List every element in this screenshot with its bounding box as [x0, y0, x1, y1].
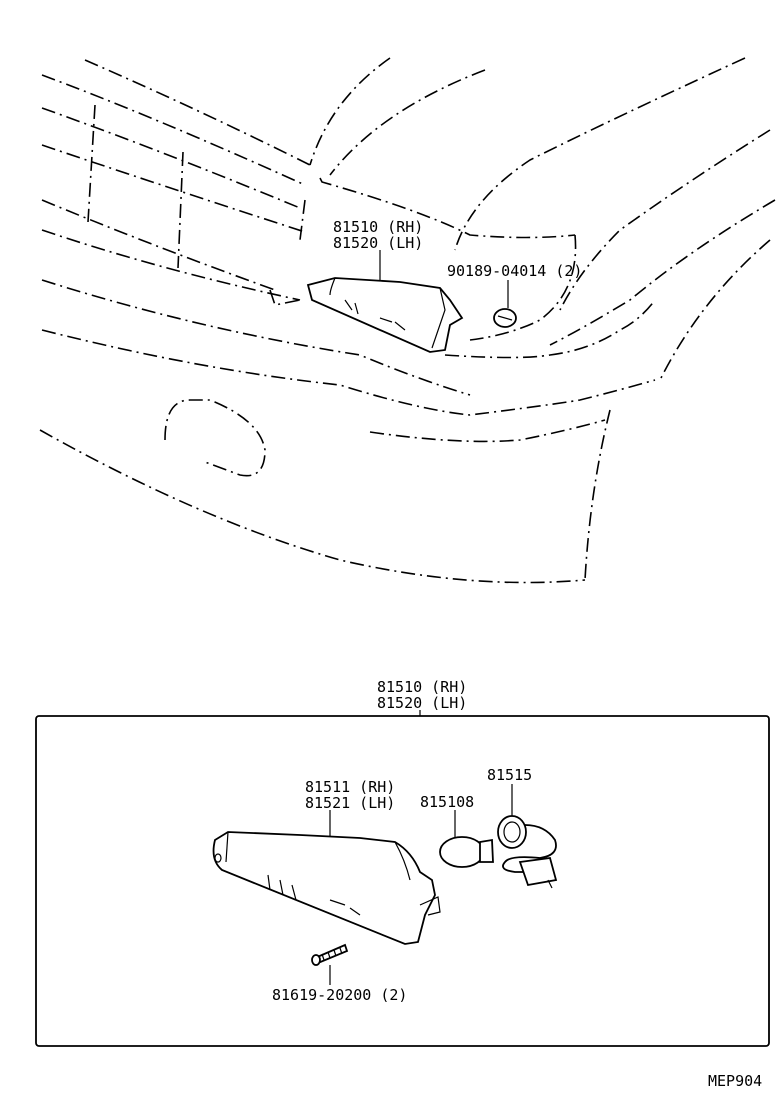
lens-label-rh: 81511 (RH) [305, 778, 395, 796]
screw-label: 81619-20200 (2) [272, 986, 407, 1004]
clip-label: 90189-04014 (2) [447, 262, 582, 280]
assembly-box [35, 715, 770, 1047]
socket-81515 [497, 815, 558, 889]
screw-81619 [311, 943, 349, 966]
lens-housing [212, 831, 441, 945]
assembly-label-lh: 81520 (LH) [377, 694, 467, 712]
assembly-label-rh: 81510 (RH) [377, 678, 467, 696]
vehicle-body-outline [39, 57, 776, 584]
bulb-label: 815108 [420, 793, 474, 811]
socket-label: 81515 [487, 766, 532, 784]
clip-90189 [493, 308, 517, 328]
turn-signal-lamp-top [306, 277, 464, 353]
lamp-label-lh: 81520 (LH) [333, 234, 423, 252]
lamp-label-rh: 81510 (RH) [333, 218, 423, 236]
lens-label-lh: 81521 (LH) [305, 794, 395, 812]
diagram-code: MEP904 [708, 1072, 762, 1090]
bulb-815108 [439, 836, 494, 868]
